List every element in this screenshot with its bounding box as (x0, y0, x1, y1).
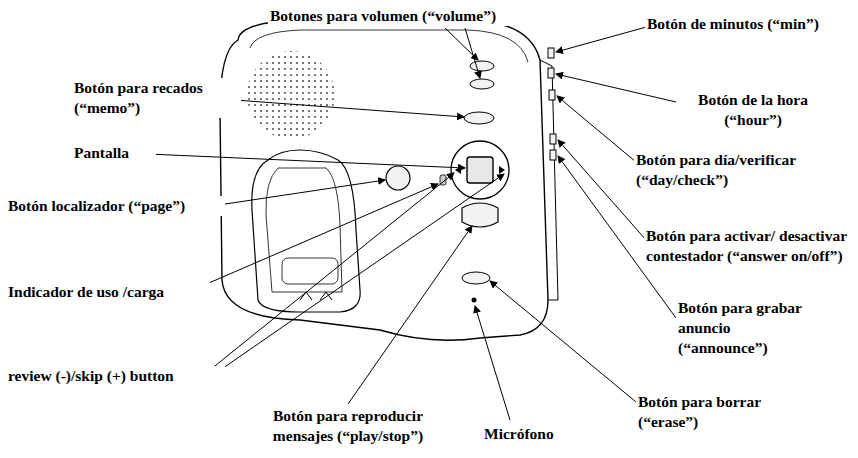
volume-button (470, 61, 494, 71)
callout-label: Botón para recados (“memo”) (72, 78, 241, 118)
callout-label: Botón para grabar anuncio (“announce”) (676, 298, 825, 358)
microphone-hole (472, 298, 477, 303)
callout-label: Botón para día/verificar (“day/check”) (634, 150, 854, 190)
side-buttons (548, 48, 556, 160)
erase-button (462, 272, 490, 284)
callout-label: Botones para volumen (“volume”) (268, 6, 632, 26)
callout-label: Botón para reproducir mensajes (“play/st… (246, 406, 450, 446)
callout-label: Botón de minutos (“min”) (645, 14, 854, 34)
callout-label: Botón de la hora (“hour”) (676, 90, 830, 130)
speaker-grille (247, 51, 335, 139)
callout-label: Micrófono (482, 424, 586, 444)
callout-label: Botón para activar/ desactivar contestad… (644, 226, 854, 266)
callout-label: Pantalla (72, 143, 156, 163)
memo-button (464, 112, 494, 124)
callout-label: Botón para borrar (“erase”) (636, 392, 800, 432)
display (467, 157, 493, 183)
handset-cradle (252, 150, 360, 312)
volume-button (470, 79, 494, 89)
page-button (386, 166, 410, 190)
callout-label: Botón localizador (“page”) (6, 196, 225, 216)
play-stop-button (462, 203, 498, 227)
callout-label: review (-)/skip (+) button (6, 366, 225, 386)
skip-button (499, 166, 505, 174)
callout-label: Indicador de uso /carga (6, 282, 210, 302)
